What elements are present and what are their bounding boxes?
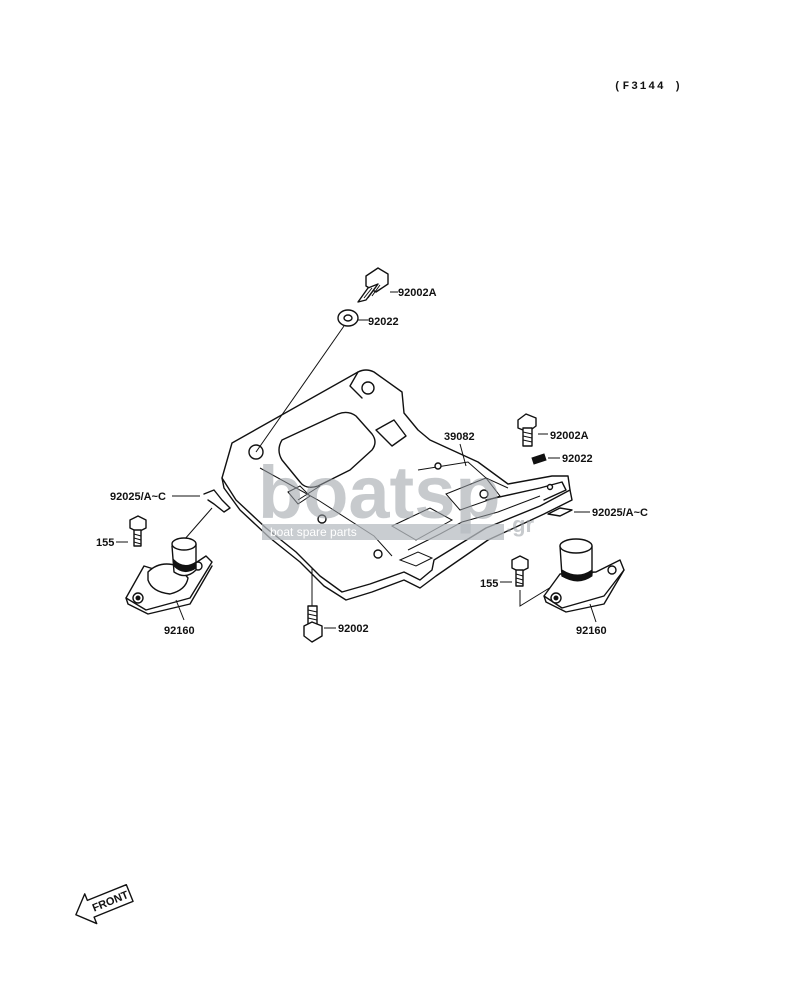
right-washer[interactable] [531,453,547,465]
right-small-bolt-label: 155 [480,578,498,590]
right-clip[interactable] [547,507,573,517]
left-small-bolt[interactable] [129,515,147,547]
right-engine-mount[interactable] [543,538,625,613]
right-small-bolt[interactable] [511,555,529,587]
watermark-tagline: boat spare parts [270,525,357,539]
left-engine-mount[interactable] [125,537,213,615]
right-clip-label: 92025/A~C [592,507,648,519]
left-mount-label: 92160 [164,625,195,637]
diagram-code: (F3144 ) [614,81,683,93]
left-clip[interactable] [203,489,231,513]
left-small-bolt-label: 155 [96,537,114,549]
top-leader-line [255,325,345,453]
bottom-bolt-label: 92002 [338,623,369,635]
left-clip-label: 92025/A~C [110,491,166,503]
bottom-bolt[interactable] [303,605,323,643]
top-washer-label: 92022 [368,316,399,328]
right-washer-label: 92022 [562,453,593,465]
watermark-suffix: .gr [506,512,535,537]
watermark-brand: boatsp [258,451,501,534]
top-bolt-label: 92002A [398,287,437,299]
watermark-tagline-bar [262,524,504,540]
top-bolt[interactable] [357,267,389,303]
right-bolt-label: 92002A [550,430,589,442]
top-washer[interactable] [337,309,359,327]
right-bolt[interactable] [517,413,537,447]
right-mount-label: 92160 [576,625,607,637]
front-arrow: FRONT [75,883,134,925]
watermark: boatsp boat spare parts .gr [258,451,535,540]
plate-label: 39082 [444,431,475,443]
